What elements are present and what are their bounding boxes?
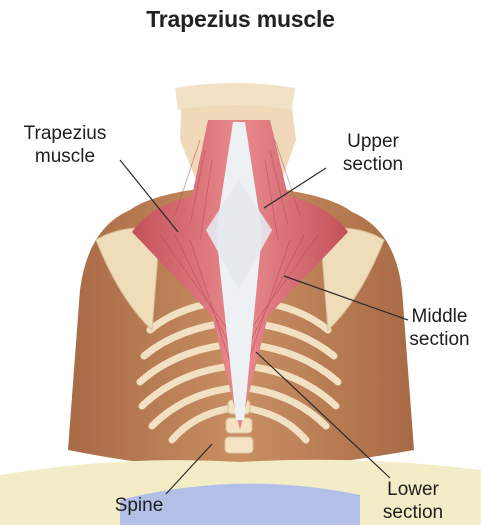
label-trapezius-muscle: Trapezius muscle bbox=[10, 122, 120, 168]
label-spine: Spine bbox=[104, 494, 174, 517]
label-lower-section: Lower section bbox=[368, 478, 458, 524]
diagram-title: Trapezius muscle bbox=[0, 6, 481, 33]
label-middle-section: Middle section bbox=[398, 305, 481, 351]
label-upper-section: Upper section bbox=[318, 130, 428, 176]
